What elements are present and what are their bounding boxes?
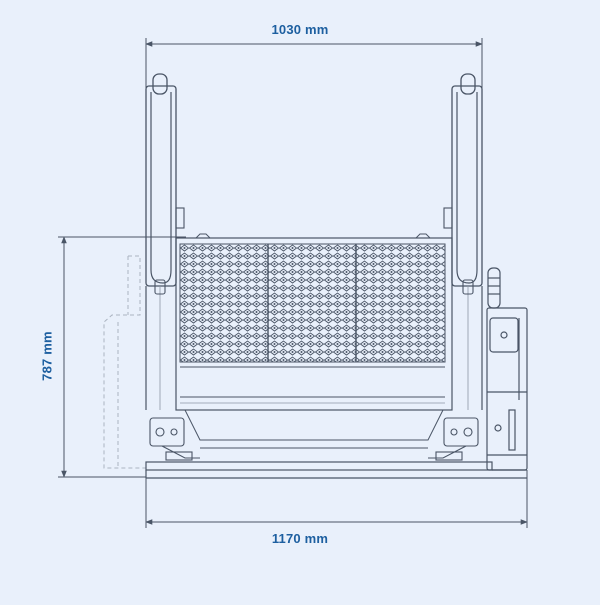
stowed-outline (103, 255, 146, 469)
bottom-width-label: 1170 mm (271, 531, 329, 546)
platform (175, 233, 453, 449)
control-handle-icon (487, 267, 501, 309)
lift-mechanism (149, 417, 479, 461)
grate-panel (179, 243, 446, 363)
left-handrail (145, 73, 185, 410)
top-width-label: 1030 mm (271, 22, 329, 37)
base-plate (145, 461, 527, 479)
control-box (486, 307, 528, 471)
right-handrail (443, 73, 483, 410)
height-label: 787 mm (39, 331, 55, 381)
dimension-lines (58, 38, 528, 528)
